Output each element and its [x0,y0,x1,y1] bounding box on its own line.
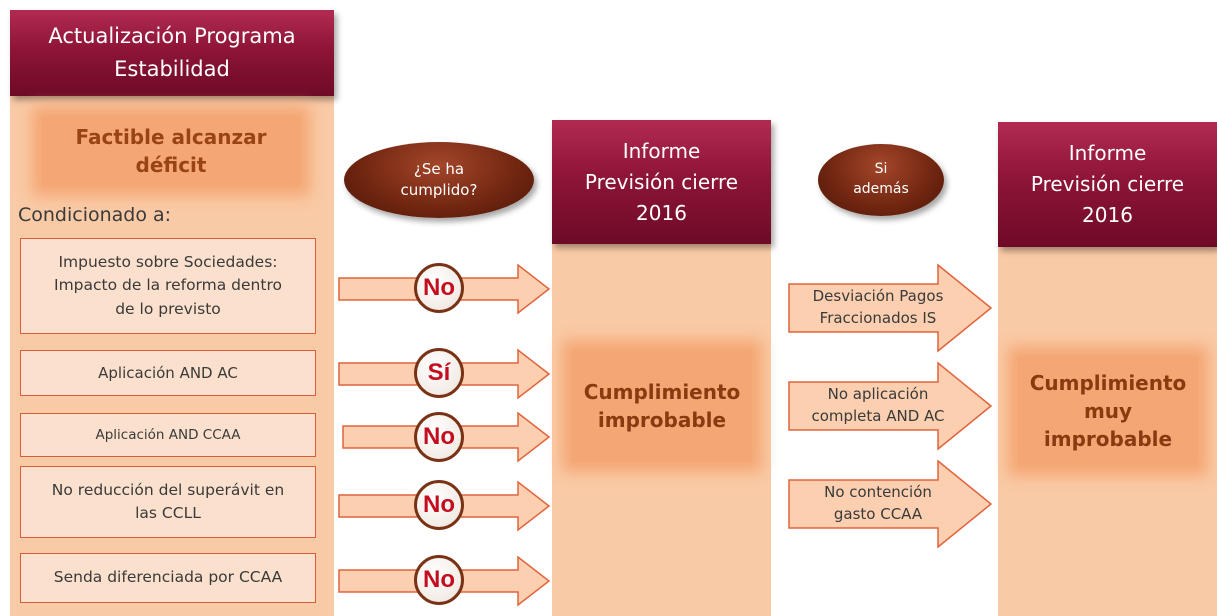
deviation-label-3: No contención gasto CCAA [792,480,964,528]
deviation-label-1: Desviación Pagos Fraccionados IS [792,284,964,332]
deviation-1-line-2: Fraccionados IS [819,309,937,327]
condition-impuesto-sociedades: Impuesto sobre Sociedades: Impacto de la… [20,238,316,334]
deviation-2-line-1: No aplicación [827,385,929,404]
right-header-informe: Informe Previsión cierre 2016 [998,122,1217,247]
answer-badge-3: No [414,412,464,462]
left-header-line-2: Estabilidad [114,57,230,81]
condicionado-label: Condicionado a: [18,204,172,226]
right-header-line-1: Informe [1068,141,1147,165]
question-oval-se-ha-cumplido: ¿Se ha cumplido? [344,142,534,218]
deviation-arrow-2 [788,361,993,451]
condition-1-line-1: Impuesto sobre Sociedades: [58,253,278,272]
middle-header-informe: Informe Previsión cierre 2016 [552,120,771,244]
middle-result-box: Cumplimiento improbable [572,350,752,462]
factible-line-2: déficit [135,153,207,177]
si-ademas-oval: Si además [818,144,944,216]
ademas-line-1: Si [874,161,888,178]
condition-4-line-2: las CCLL [135,504,201,522]
factible-box: Factible alcanzar déficit [42,116,300,186]
answer-3-text: No [423,423,455,450]
right-header-line-2: Previsión cierre [1030,172,1185,196]
answer-badge-1: No [414,263,464,313]
condition-3-line-1: Aplicación AND CCAA [95,426,241,443]
answer-2-text: Sí [427,359,451,386]
condition-1-line-2: Impacto de la reforma dentro [54,276,282,295]
condition-1-line-3: de lo previsto [115,299,221,318]
deviation-3-line-1: No contención [824,483,932,502]
condition-senda-diferenciada: Senda diferenciada por CCAA [20,553,316,603]
condition-aplicacion-and-ccaa: Aplicación AND CCAA [20,413,316,457]
ademas-line-2: además [853,181,909,197]
right-header-line-3: 2016 [1082,203,1133,227]
answer-badge-2: Sí [414,348,464,398]
middle-result-line-2: improbable [597,408,727,432]
deviation-2-line-2: completa AND AC [811,407,945,425]
left-header-line-1: Actualización Programa [48,24,296,49]
answer-badge-4: No [414,480,464,530]
condition-superavit-ccll: No reducción del superávit en las CCLL [20,466,316,538]
middle-header-line-1: Informe [622,138,701,163]
deviation-1-line-1: Desviación Pagos [812,287,944,306]
right-result-line-3: improbable [1043,427,1173,451]
answer-badge-5: No [414,555,464,605]
condition-4-line-1: No reducción del superávit en [51,480,285,499]
middle-result-line-1: Cumplimiento [583,380,741,404]
factible-line-1: Factible alcanzar [75,125,267,149]
deviation-arrow-3 [788,459,993,549]
right-result-line-1: Cumplimiento [1029,371,1187,395]
condition-aplicacion-and-ac: Aplicación AND AC [20,350,316,396]
condition-2-line-1: Aplicación AND AC [98,363,238,382]
right-result-box: Cumplimiento muy improbable [1018,356,1198,466]
right-result-line-2: muy [1083,399,1133,423]
condition-5-line-1: Senda diferenciada por CCAA [53,568,283,587]
left-header-programa-estabilidad: Actualización Programa Estabilidad [10,10,334,96]
answer-1-text: No [423,274,455,301]
deviation-label-2: No aplicación completa AND AC [792,382,964,430]
question-line-2: cumplido? [400,181,478,199]
middle-header-line-3: 2016 [636,200,687,225]
deviation-arrow-1 [788,263,993,353]
middle-header-line-2: Previsión cierre [584,169,739,194]
question-line-1: ¿Se ha [413,160,465,178]
answer-5-text: No [423,566,455,593]
deviation-3-line-2: gasto CCAA [833,505,923,523]
answer-4-text: No [423,491,455,518]
